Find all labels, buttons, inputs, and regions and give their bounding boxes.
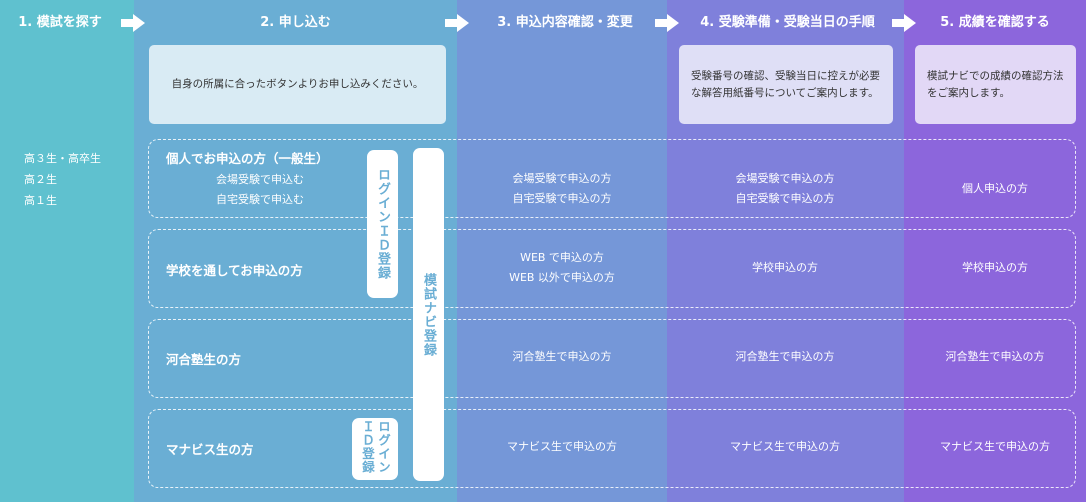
- row-individual: [148, 139, 1076, 218]
- grade-item: 高３生・高卒生: [24, 152, 101, 165]
- step2-note: 自身の所属に合ったボタンよりお申し込みください。: [149, 45, 446, 124]
- grade-item: 高１生: [24, 194, 57, 207]
- step4-individual-venue-link[interactable]: 会場受験で申込の方: [735, 172, 835, 185]
- step3-school-other-link[interactable]: WEB 以外で申込の方: [509, 271, 615, 284]
- step4-kawai-link[interactable]: 河合塾生で申込の方: [735, 350, 835, 363]
- step4-header: 4. 受験準備・受験当日の手順: [700, 15, 875, 30]
- arrow-right-icon: [655, 14, 679, 32]
- step3-individual: 会場受験で申込の方 自宅受験で申込の方: [467, 169, 657, 209]
- moshi-navi-register-button[interactable]: 模試ナビ登録: [413, 148, 444, 481]
- step5-individual-link[interactable]: 個人申込の方: [962, 182, 1028, 195]
- step3-manabis-link[interactable]: マナビス生で申込の方: [507, 440, 617, 453]
- step3-school-web-link[interactable]: WEB で申込の方: [520, 251, 604, 264]
- row-label-kawai: 河合塾生の方: [166, 352, 242, 367]
- step5-note: 模試ナビでの成績の確認方法をご案内します。: [915, 45, 1076, 124]
- step5-kawai-link[interactable]: 河合塾生で申込の方: [945, 350, 1045, 363]
- apply-venue-link[interactable]: 会場受験で申込む: [216, 173, 304, 186]
- step3-kawai-link[interactable]: 河合塾生で申込の方: [512, 350, 612, 363]
- step2-header: 2. 申し込む: [260, 15, 331, 30]
- step3-school: WEB で申込の方 WEB 以外で申込の方: [467, 248, 657, 288]
- moshi-navi-register-label: 模試ナビ登録: [421, 272, 436, 357]
- step5-manabis-link[interactable]: マナビス生で申込の方: [940, 440, 1050, 453]
- apply-home-link[interactable]: 自宅受験で申込む: [216, 193, 304, 206]
- step3-column: [457, 0, 667, 502]
- step1-header: 1. 模試を探す: [18, 15, 102, 30]
- arrow-right-icon: [121, 14, 145, 32]
- arrow-right-icon: [445, 14, 469, 32]
- step3-individual-home-link[interactable]: 自宅受験で申込の方: [512, 192, 612, 205]
- row-label-manabis: マナビス生の方: [166, 442, 254, 457]
- login-id-register-button[interactable]: ログインＩＤ登録: [367, 150, 398, 298]
- step5-school-link[interactable]: 学校申込の方: [962, 261, 1028, 274]
- step4-individual: 会場受験で申込の方 自宅受験で申込の方: [680, 169, 890, 209]
- step3-individual-venue-link[interactable]: 会場受験で申込の方: [512, 172, 612, 185]
- row-kawai: [148, 319, 1076, 398]
- row-label-school: 学校を通してお申込の方: [166, 263, 303, 278]
- step1-column: [0, 0, 134, 502]
- manabis-login-id-register-label: ログインＩＤ登録: [360, 420, 391, 474]
- login-id-register-label: ログインＩＤ登録: [375, 168, 390, 280]
- grade-list: 高３生・高卒生 高２生 高１生: [24, 148, 101, 211]
- row-label-individual: 個人でお申込の方（一般生）: [166, 151, 329, 166]
- row-school: [148, 229, 1076, 308]
- step4-individual-home-link[interactable]: 自宅受験で申込の方: [735, 192, 835, 205]
- step3-header: 3. 申込内容確認・変更: [497, 15, 633, 30]
- step4-manabis-link[interactable]: マナビス生で申込の方: [730, 440, 840, 453]
- manabis-login-id-register-button[interactable]: ログインＩＤ登録: [352, 418, 398, 480]
- step4-school-link[interactable]: 学校申込の方: [752, 261, 818, 274]
- grade-item: 高２生: [24, 173, 57, 186]
- step5-header: 5. 成績を確認する: [940, 15, 1050, 30]
- row-manabis: [148, 409, 1076, 488]
- step4-note: 受験番号の確認、受験当日に控えが必要な解答用紙番号についてご案内します。: [679, 45, 893, 124]
- individual-sub-options: 会場受験で申込む 自宅受験で申込む: [185, 170, 335, 210]
- arrow-right-icon: [892, 14, 916, 32]
